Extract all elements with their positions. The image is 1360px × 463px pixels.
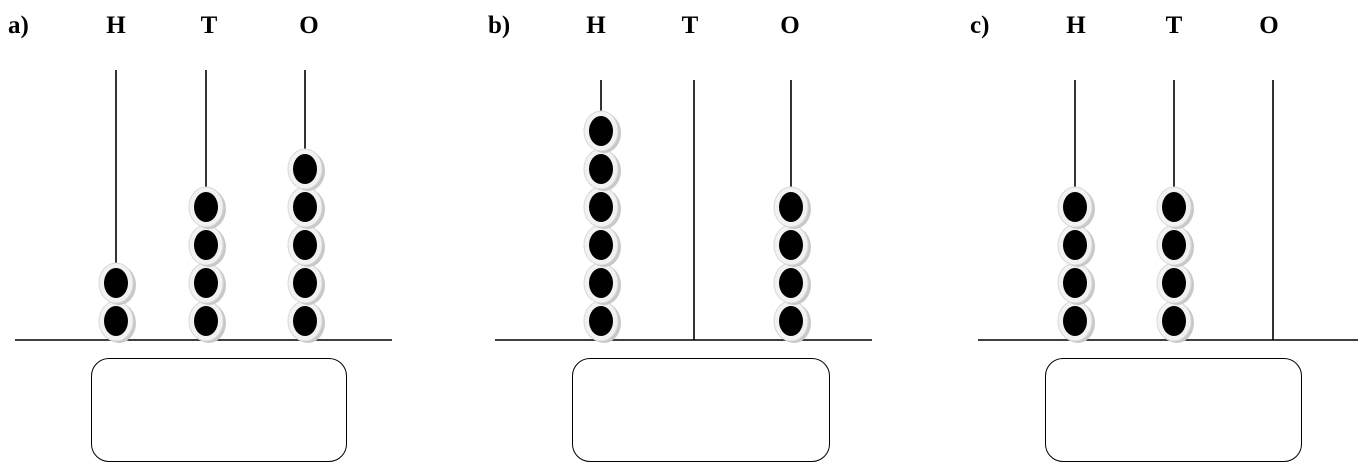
bead-ones bbox=[773, 262, 811, 305]
column-label-tens: T bbox=[200, 12, 218, 39]
bead-ones bbox=[773, 300, 811, 343]
bead-tens bbox=[188, 186, 226, 229]
bead-ones bbox=[287, 186, 325, 229]
bead-tens bbox=[1156, 262, 1194, 305]
abacus-c: c) H T O bbox=[960, 0, 1360, 463]
bead-tens bbox=[1156, 300, 1194, 343]
bead-tens bbox=[188, 262, 226, 305]
bead-hundreds bbox=[1057, 186, 1095, 229]
bead-tens bbox=[1156, 224, 1194, 267]
answer-box[interactable] bbox=[91, 358, 347, 462]
bead-ones bbox=[287, 262, 325, 305]
bead-hundreds bbox=[98, 262, 136, 305]
abacus-a: a) H T O bbox=[0, 0, 400, 463]
question-label: c) bbox=[970, 12, 990, 39]
bead-hundreds bbox=[583, 148, 621, 191]
bead-hundreds bbox=[583, 224, 621, 267]
bead-hundreds bbox=[1057, 300, 1095, 343]
bead-ones bbox=[287, 224, 325, 267]
column-label-hundreds: H bbox=[106, 12, 126, 39]
answer-box[interactable] bbox=[572, 358, 830, 462]
column-label-hundreds: H bbox=[1066, 12, 1086, 39]
bead-hundreds bbox=[583, 300, 621, 343]
abacus-drawing bbox=[15, 70, 392, 343]
bead-tens bbox=[188, 300, 226, 343]
bead-hundreds bbox=[583, 110, 621, 153]
bead-hundreds bbox=[583, 186, 621, 229]
column-label-hundreds: H bbox=[586, 12, 606, 39]
bead-ones bbox=[773, 224, 811, 267]
bead-hundreds bbox=[1057, 224, 1095, 267]
abacus-drawing bbox=[495, 80, 872, 343]
column-label-tens: T bbox=[1165, 12, 1183, 39]
bead-tens bbox=[1156, 186, 1194, 229]
bead-hundreds bbox=[583, 262, 621, 305]
column-label-ones: O bbox=[299, 12, 319, 39]
bead-hundreds bbox=[1057, 262, 1095, 305]
bead-ones bbox=[287, 148, 325, 191]
abacus-b: b) H T O bbox=[480, 0, 880, 463]
column-label-ones: O bbox=[780, 12, 800, 39]
bead-ones bbox=[773, 186, 811, 229]
bead-ones bbox=[287, 300, 325, 343]
question-label: a) bbox=[8, 12, 29, 39]
column-label-ones: O bbox=[1259, 12, 1279, 39]
bead-hundreds bbox=[98, 300, 136, 343]
bead-tens bbox=[188, 224, 226, 267]
answer-box[interactable] bbox=[1045, 358, 1302, 462]
question-label: b) bbox=[488, 12, 511, 39]
abacus-drawing bbox=[978, 80, 1358, 343]
column-label-tens: T bbox=[681, 12, 699, 39]
